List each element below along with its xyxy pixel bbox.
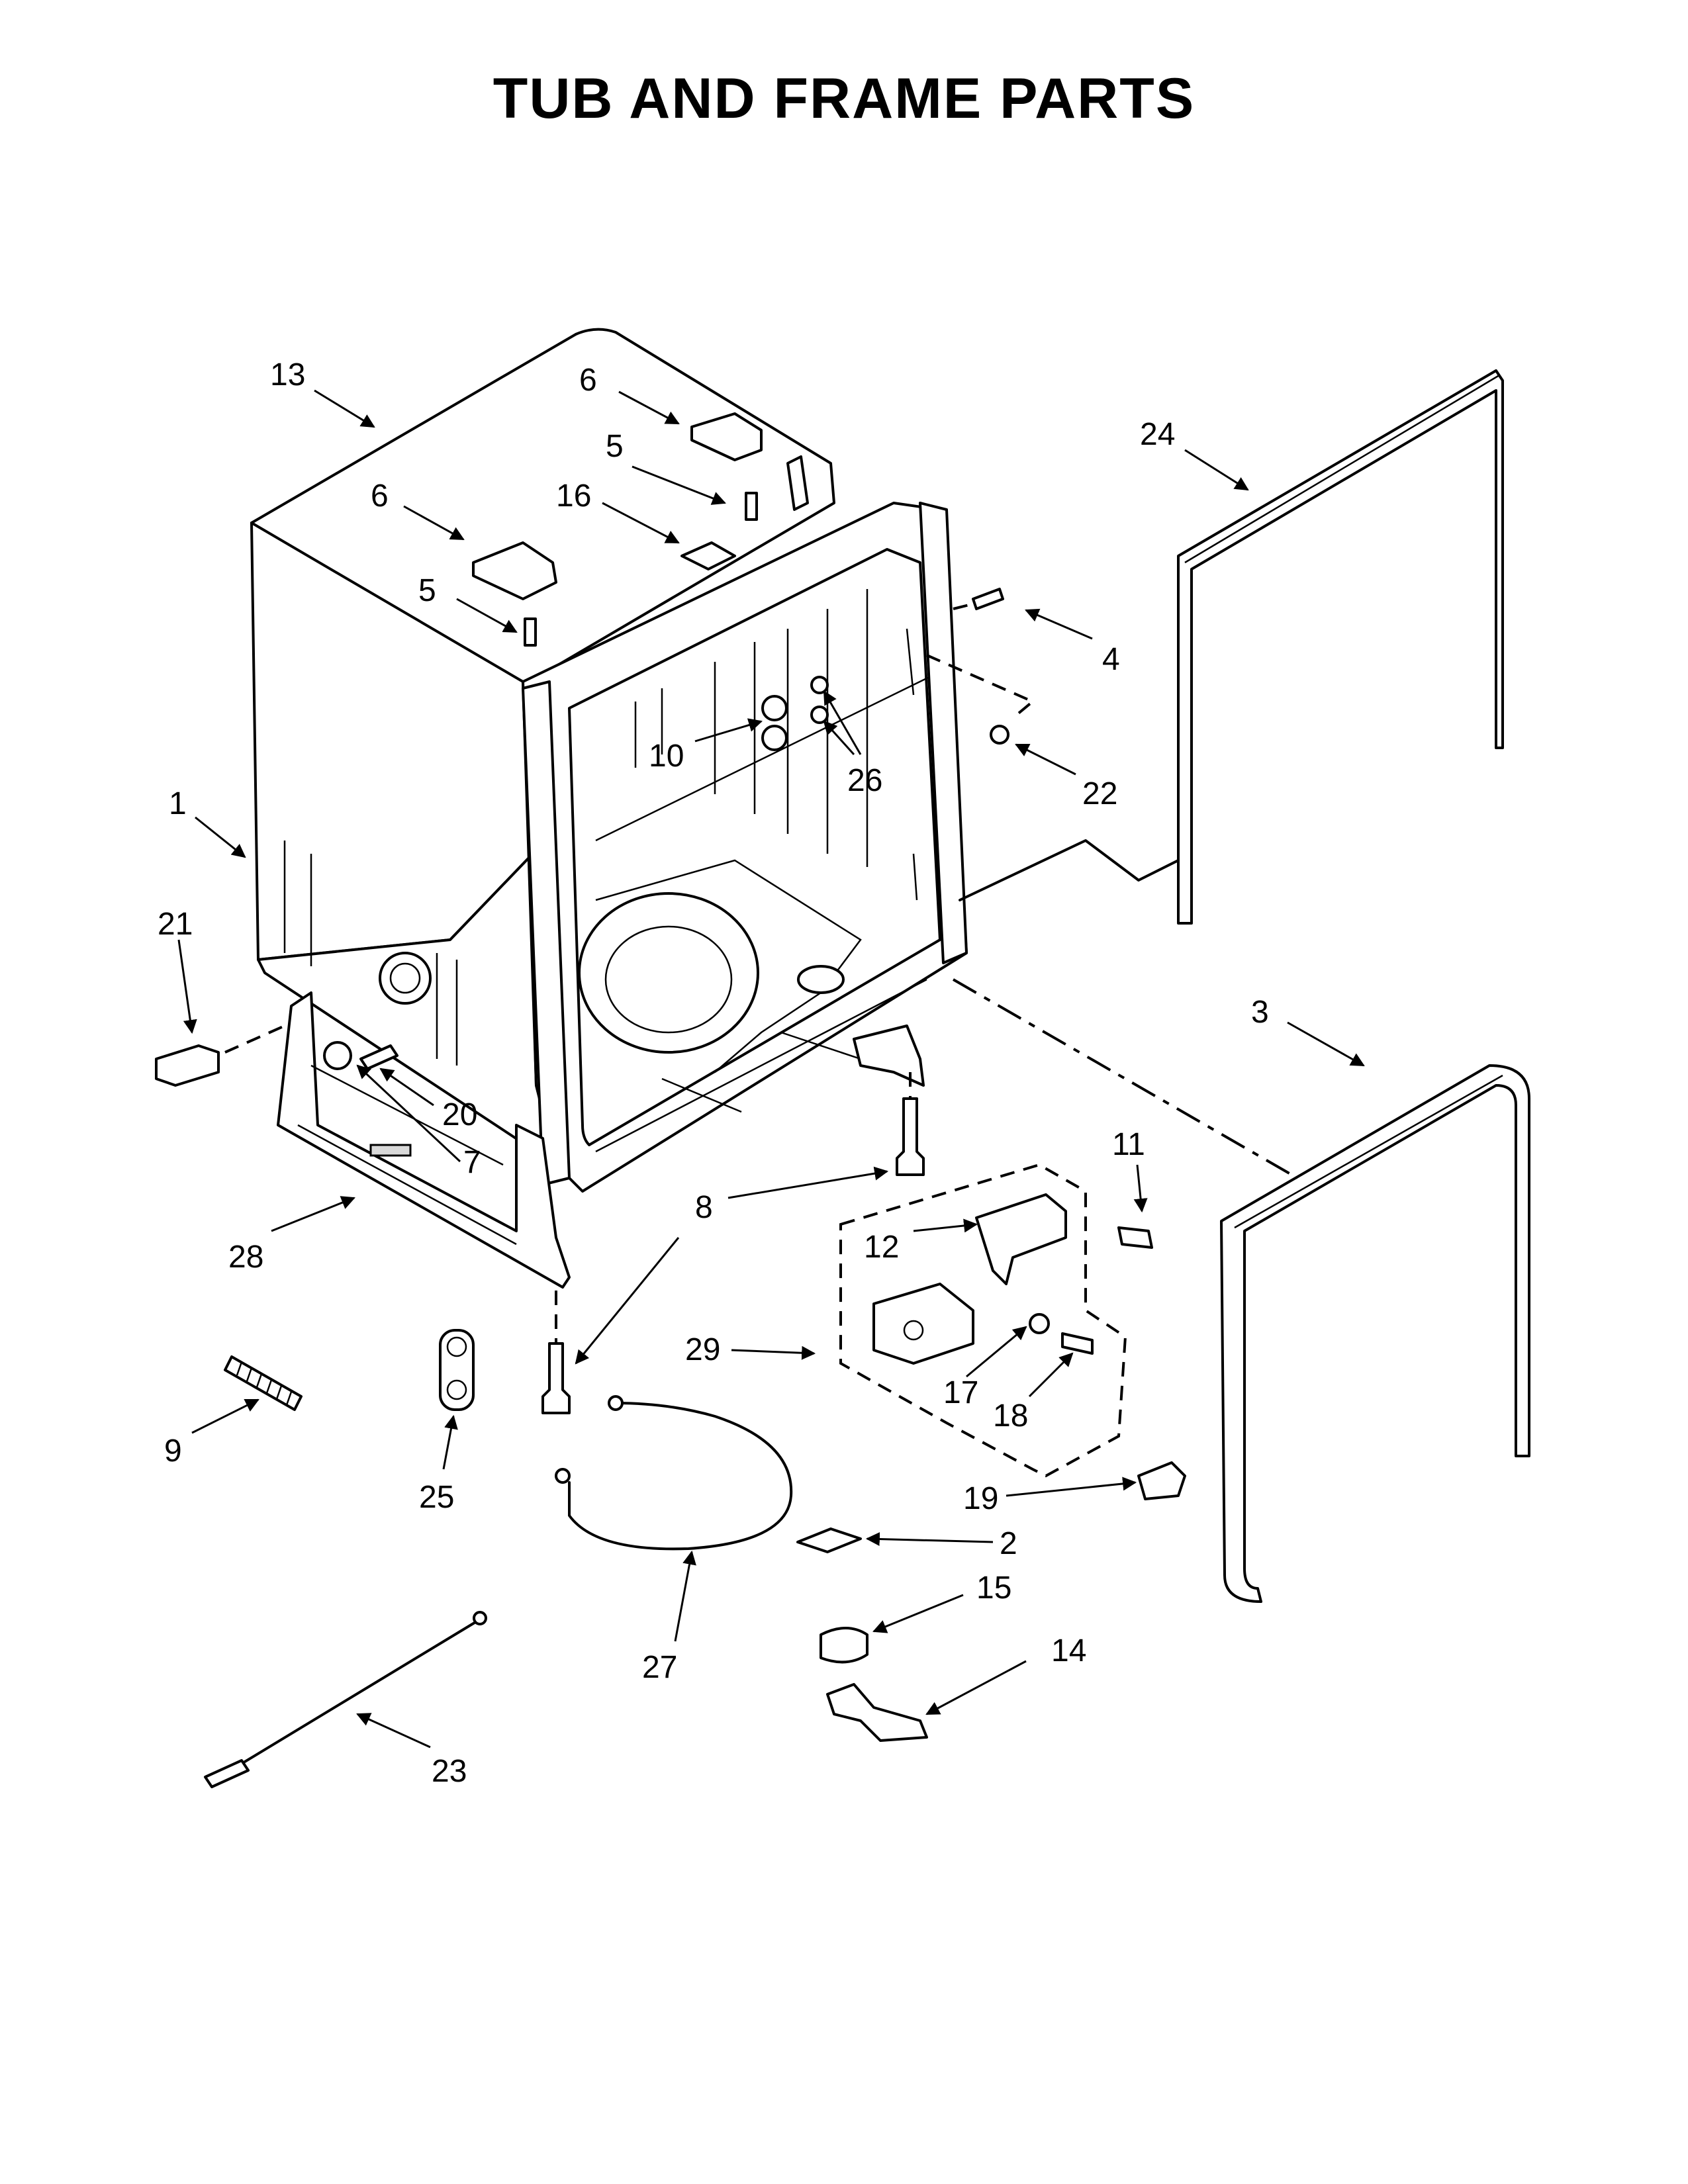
clip-17 bbox=[1029, 1313, 1050, 1334]
callout-20: 20 bbox=[442, 1097, 477, 1132]
callout-7: 7 bbox=[463, 1145, 481, 1180]
guide-line-tub-to-3 bbox=[953, 978, 1298, 1179]
callout-3: 3 bbox=[1251, 995, 1269, 1030]
callout-5-top: 5 bbox=[606, 429, 624, 464]
callout-29: 29 bbox=[685, 1332, 720, 1367]
pulley-bracket-25 bbox=[439, 1329, 475, 1411]
guide-line-21 bbox=[224, 1024, 285, 1054]
spring-9 bbox=[224, 1355, 303, 1411]
gasket-26-bottom bbox=[810, 705, 829, 724]
callout-19: 19 bbox=[963, 1481, 998, 1516]
base-frame bbox=[277, 991, 571, 1289]
hinge-bracket-left bbox=[472, 541, 557, 600]
callout-5-left: 5 bbox=[418, 573, 436, 608]
callout-1: 1 bbox=[169, 786, 187, 821]
clip-19 bbox=[1137, 1461, 1186, 1500]
leveling-leg-upper bbox=[896, 1097, 925, 1176]
callout-25: 25 bbox=[419, 1480, 454, 1515]
callout-4: 4 bbox=[1102, 642, 1120, 677]
bracket-14 bbox=[826, 1683, 928, 1742]
page-title: TUB AND FRAME PARTS bbox=[492, 67, 1196, 130]
callout-6-left: 6 bbox=[371, 478, 389, 514]
washer-7 bbox=[323, 1041, 352, 1070]
screw-5-left bbox=[524, 617, 537, 647]
guide-line-4 bbox=[953, 601, 980, 610]
tub-right-rail bbox=[919, 502, 968, 964]
gasket-10-top bbox=[761, 695, 788, 721]
callout-26: 26 bbox=[847, 763, 882, 798]
gasket-26-top bbox=[810, 676, 829, 694]
side-port bbox=[379, 952, 432, 1005]
callout-28: 28 bbox=[228, 1240, 263, 1275]
callout-10: 10 bbox=[649, 739, 684, 774]
callout-23: 23 bbox=[432, 1754, 467, 1789]
tub-sump bbox=[578, 892, 759, 1054]
callout-15: 15 bbox=[976, 1570, 1011, 1606]
wire-23-connector bbox=[204, 1759, 250, 1788]
cover-12 bbox=[975, 1193, 1067, 1285]
screw-5-right bbox=[745, 492, 758, 521]
bracket-kit-box-29 bbox=[839, 1163, 1127, 1478]
screw-11 bbox=[1117, 1226, 1153, 1249]
callout-22: 22 bbox=[1082, 776, 1117, 811]
right-foot-bracket bbox=[853, 1024, 925, 1087]
door-gasket-3 bbox=[1220, 1064, 1530, 1603]
callout-17: 17 bbox=[943, 1375, 978, 1410]
gasket-10-bottom bbox=[761, 725, 788, 751]
mount-bracket-29 bbox=[872, 1283, 974, 1365]
plug-22 bbox=[990, 725, 1009, 745]
callout-18: 18 bbox=[993, 1398, 1028, 1433]
switch-15 bbox=[820, 1627, 868, 1664]
wire-23 bbox=[224, 1620, 478, 1775]
leader-lines bbox=[177, 389, 1365, 1749]
door-gasket-24 bbox=[1177, 369, 1504, 925]
tub-assembly bbox=[250, 328, 968, 1289]
callout-14: 14 bbox=[1051, 1633, 1086, 1668]
callout-11: 11 bbox=[1112, 1127, 1145, 1162]
callout-21: 21 bbox=[158, 907, 193, 942]
top-rear-tab bbox=[786, 455, 809, 511]
screw-18 bbox=[1061, 1332, 1094, 1355]
tub-left-rail bbox=[522, 680, 571, 1186]
base-label bbox=[369, 1144, 412, 1157]
hinge-bracket-right bbox=[690, 412, 763, 461]
callout-6-top: 6 bbox=[579, 363, 597, 398]
callout-13: 13 bbox=[270, 357, 305, 392]
callout-24: 24 bbox=[1140, 417, 1175, 452]
callout-12: 12 bbox=[864, 1230, 899, 1265]
callout-labels: 13 6 5 6 16 5 24 4 10 26 22 1 21 20 7 3 … bbox=[158, 357, 1269, 1789]
callout-8: 8 bbox=[695, 1190, 713, 1225]
callout-16: 16 bbox=[556, 478, 591, 514]
cable-27 bbox=[568, 1402, 793, 1551]
guide-line-22 bbox=[926, 654, 1035, 719]
callout-27: 27 bbox=[642, 1650, 677, 1685]
callout-2: 2 bbox=[1000, 1526, 1017, 1561]
guide-line-24-break bbox=[959, 839, 1180, 901]
clip-21 bbox=[155, 1044, 220, 1087]
leveling-leg-lower bbox=[541, 1342, 571, 1414]
screw-4 bbox=[972, 588, 1004, 610]
pad-2 bbox=[796, 1527, 862, 1553]
top-clip bbox=[680, 541, 736, 570]
callout-9: 9 bbox=[164, 1433, 182, 1469]
